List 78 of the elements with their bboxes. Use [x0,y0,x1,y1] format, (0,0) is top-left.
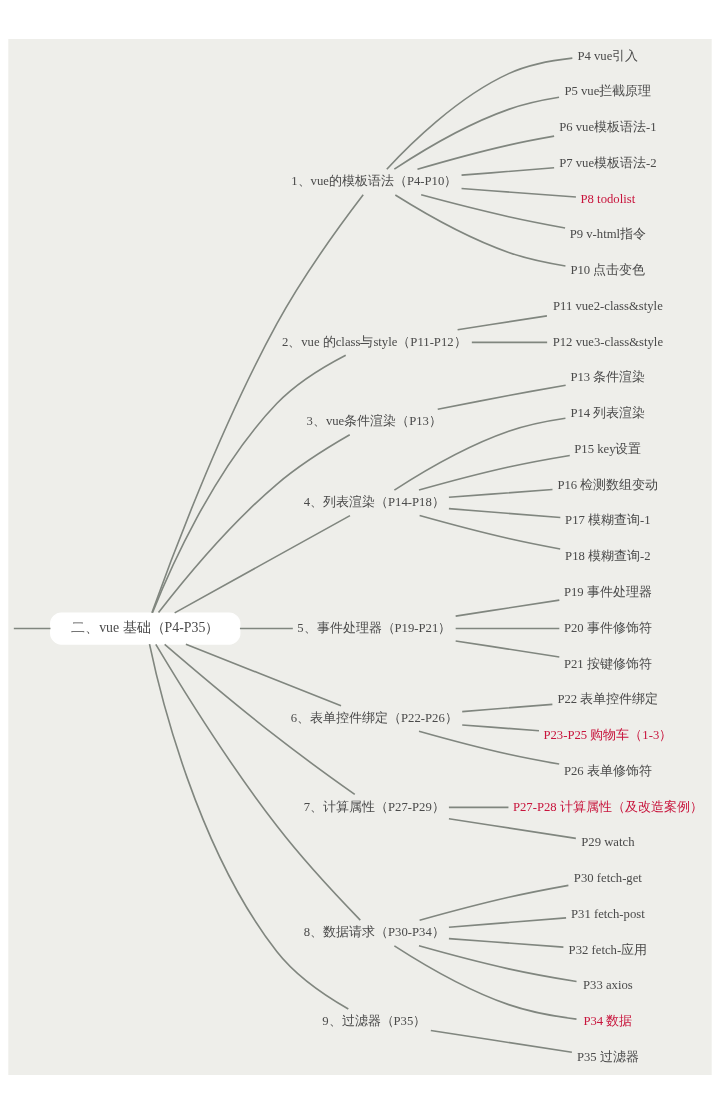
node-text: P26 表单修饰符 [563,763,652,778]
connector [13,627,52,630]
node-text: P11 vue2-class&style [552,298,663,313]
connector [418,514,561,550]
connector [454,627,561,630]
connector [418,884,570,922]
connector [151,194,364,614]
node-box: 二、vue 基础（P4-P35） [50,612,241,645]
connector [448,806,510,809]
node-text: P16 检测数组变动 [557,477,659,492]
connector [448,488,554,499]
node-text: 3、vue条件渲染（P13） [306,414,442,429]
node-text: P23-P25 购物车（1-3） [543,728,673,743]
connector [461,724,540,732]
node-text: 9、过滤器（P35） [322,1014,427,1029]
connector [185,643,342,707]
node-text: P19 事件处理器 [563,584,652,599]
node-text: 7、计算属性（P27-P29） [303,799,445,814]
connector [239,627,294,630]
node-text: 4、列表渲染（P14-P18） [303,495,445,510]
node-text: P20 事件修饰符 [563,620,652,635]
connector [430,1029,573,1054]
node-text: P27-P28 计算属性（及改造案例） [512,799,703,814]
node-text: 6、表单控件绑定（P22-P26） [290,710,458,725]
node-text: P22 表单控件绑定 [557,692,659,707]
node-text: 2、vue 的class与style（P11-P12） [281,334,467,349]
node-text: P35 过滤器 [576,1049,639,1064]
connector [386,57,574,171]
node-text: 1、vue的模板语法（P4-P10） [291,174,458,189]
node-text: P33 axios [583,978,633,993]
node-text: P10 点击变色 [570,263,646,278]
node-text: P14 列表渲染 [570,406,646,421]
node-text: P9 v-html指令 [569,227,647,242]
connector [393,945,578,1020]
node-text: P32 fetch-应用 [568,942,648,957]
connector [454,640,561,658]
connector [448,817,577,840]
connector [163,643,356,796]
node-text: P7 vue模板语法-2 [559,155,657,170]
node-text: P30 fetch-get [573,871,642,886]
node-text: P8 todolist [580,191,636,206]
node-text: P18 模糊查询-2 [565,549,651,564]
connector [456,315,548,331]
connector [394,194,567,267]
connector [393,96,560,170]
connector [393,417,567,491]
connector [460,167,555,176]
connector [436,384,567,411]
node-text: P31 fetch-post [571,906,645,921]
connector [448,917,567,929]
connector [418,730,560,765]
connector [418,454,571,491]
node-text: 8、数据请求（P30-P34） [303,925,445,940]
node-text: P5 vue拦截原理 [564,84,652,99]
connector [151,354,347,614]
node-text: P34 数据 [583,1014,633,1029]
node-text: 5、事件处理器（P19-P21） [297,620,452,635]
node-text: P15 key设置 [574,441,642,456]
connector [148,643,350,1010]
connector [420,193,566,229]
connector [155,643,362,921]
node-text: P29 watch [581,835,635,850]
connector [418,945,578,983]
connector [454,599,561,617]
node-text: P4 vue引入 [577,48,639,63]
connector [173,514,351,614]
connector [157,434,351,614]
connector [471,341,548,344]
connector [448,507,562,519]
node-text: P21 按键修饰符 [563,656,652,671]
connector [460,187,577,198]
node-text: P17 模糊查询-1 [565,513,651,528]
connector [448,937,565,948]
node-text: P6 vue模板语法-1 [559,120,657,135]
node-text: P13 条件渲染 [570,370,646,385]
connector [461,703,554,713]
connector [416,135,555,171]
node-text: P12 vue3-class&style [552,334,664,349]
